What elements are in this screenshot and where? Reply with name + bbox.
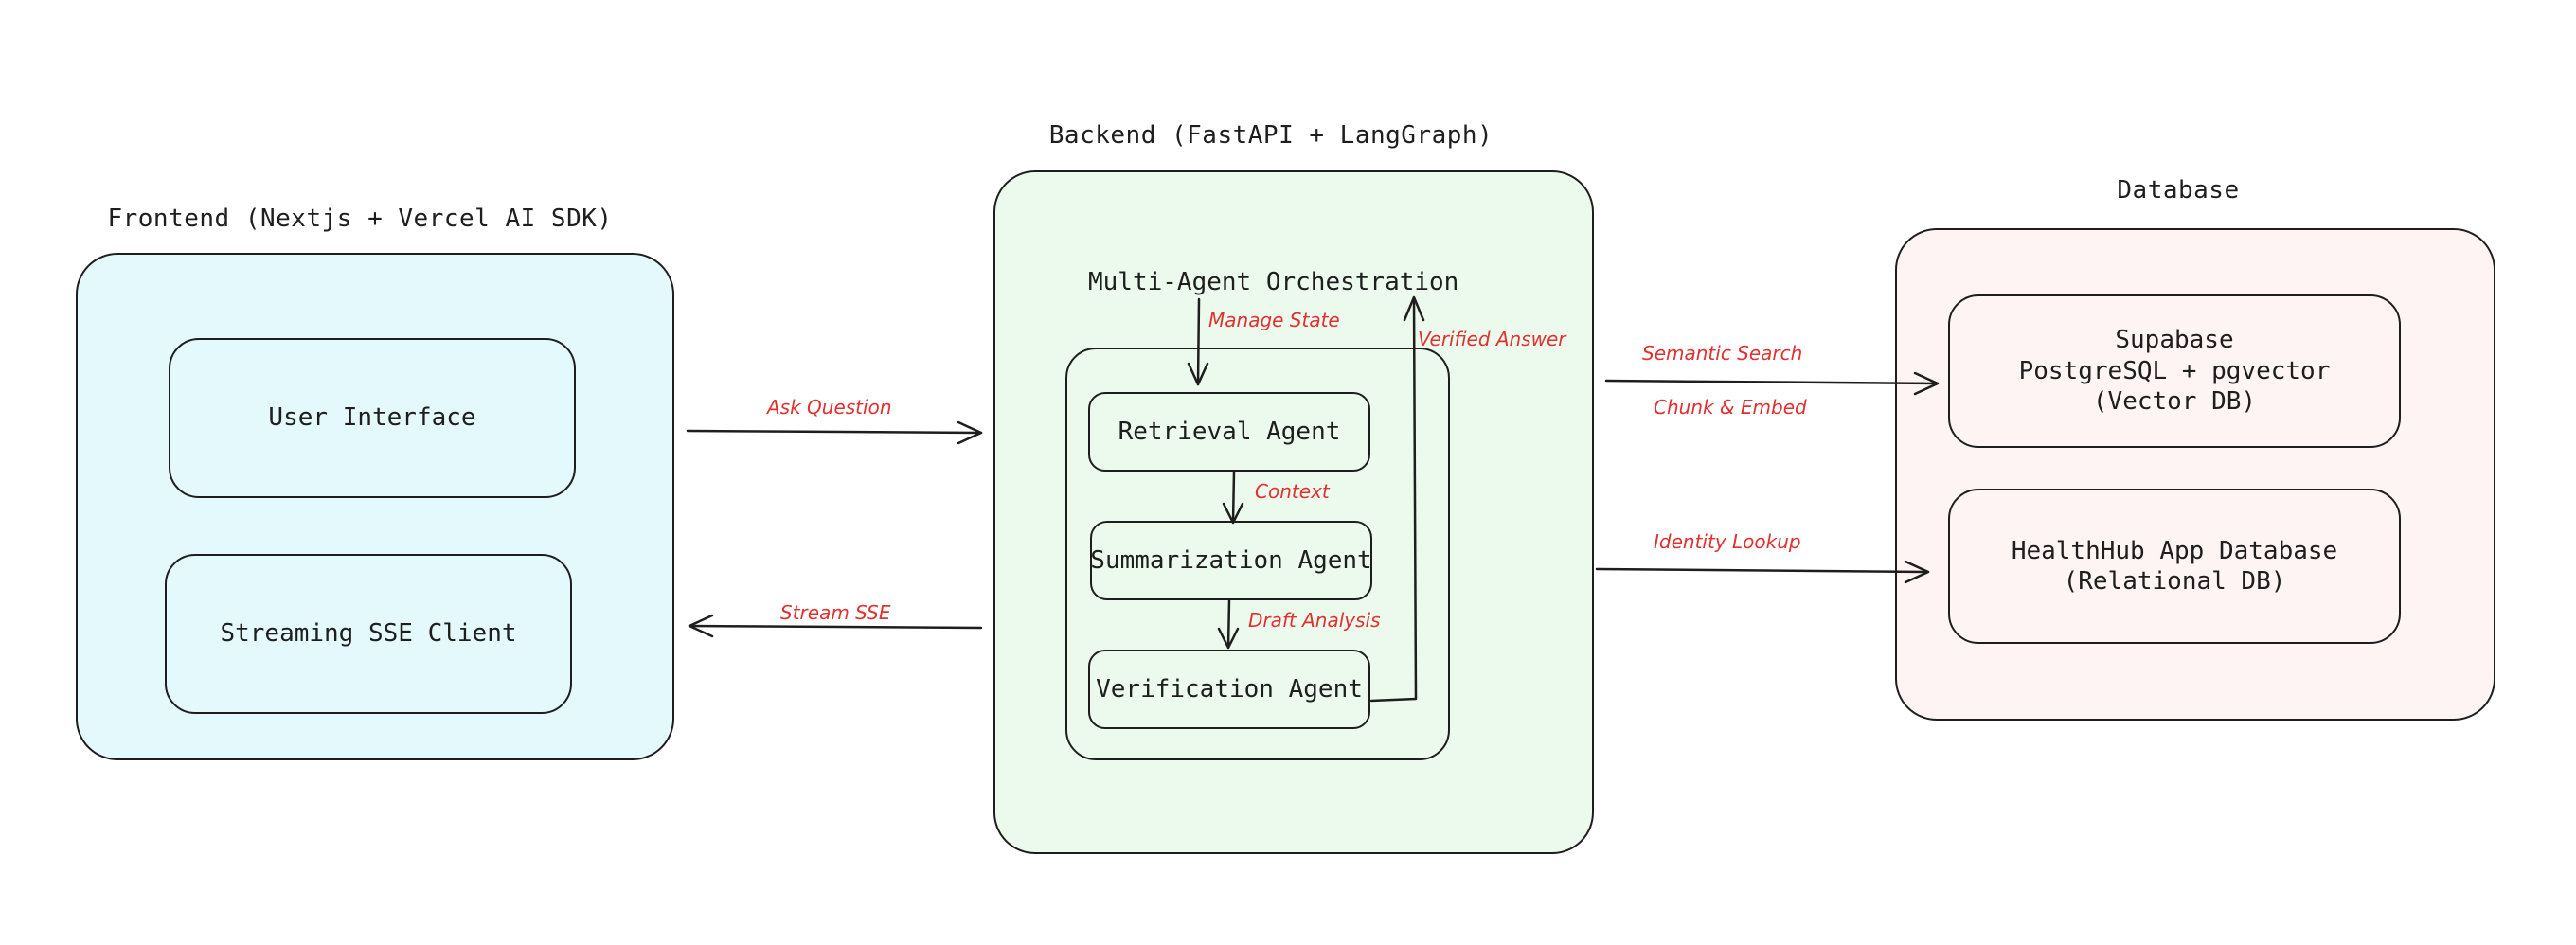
stream-sse-label: Stream SSE [780,601,891,624]
verification-agent-box[interactable]: Verification Agent [1088,650,1370,729]
backend-title: Backend (FastAPI + LangGraph) [1048,121,1494,150]
ask-question-arrow [686,429,983,435]
manage-state-label: Manage State [1208,309,1340,331]
user-interface-box[interactable]: User Interface [169,338,576,498]
semantic-search-arrow [1604,379,1940,385]
supabase-box[interactable]: Supabase PostgreSQL + pgvector (Vector D… [1948,294,2401,448]
context-arrow [1231,470,1236,525]
stream-sse-arrow [688,624,983,630]
semantic-search-label: Semantic Search [1642,342,1803,365]
verified-answer-label: Verified Answer [1418,328,1566,350]
verified-answer-arrow [1369,297,1418,703]
summarization-agent-box[interactable]: Summarization Agent [1090,521,1372,600]
database-title: Database [2117,176,2240,205]
multi-agent-orchestration-label: Multi-Agent Orchestration [1088,268,1459,296]
identity-lookup-label: Identity Lookup [1654,530,1801,553]
ask-question-label: Ask Question [767,396,892,419]
agents-frame [1065,348,1450,760]
draft-analysis-arrow [1226,598,1231,650]
streaming-sse-client-box[interactable]: Streaming SSE Client [165,554,572,714]
healthhub-database-box[interactable]: HealthHub App Database (Relational DB) [1948,489,2401,644]
frontend-title: Frontend (Nextjs + Vercel AI SDK) [107,205,613,233]
identity-lookup-arrow [1595,567,1930,574]
retrieval-agent-box[interactable]: Retrieval Agent [1088,392,1370,472]
manage-state-arrow [1196,297,1201,386]
draft-analysis-label: Draft Analysis [1248,609,1381,632]
context-label: Context [1255,480,1330,503]
chunk-embed-label: Chunk & Embed [1654,396,1807,419]
